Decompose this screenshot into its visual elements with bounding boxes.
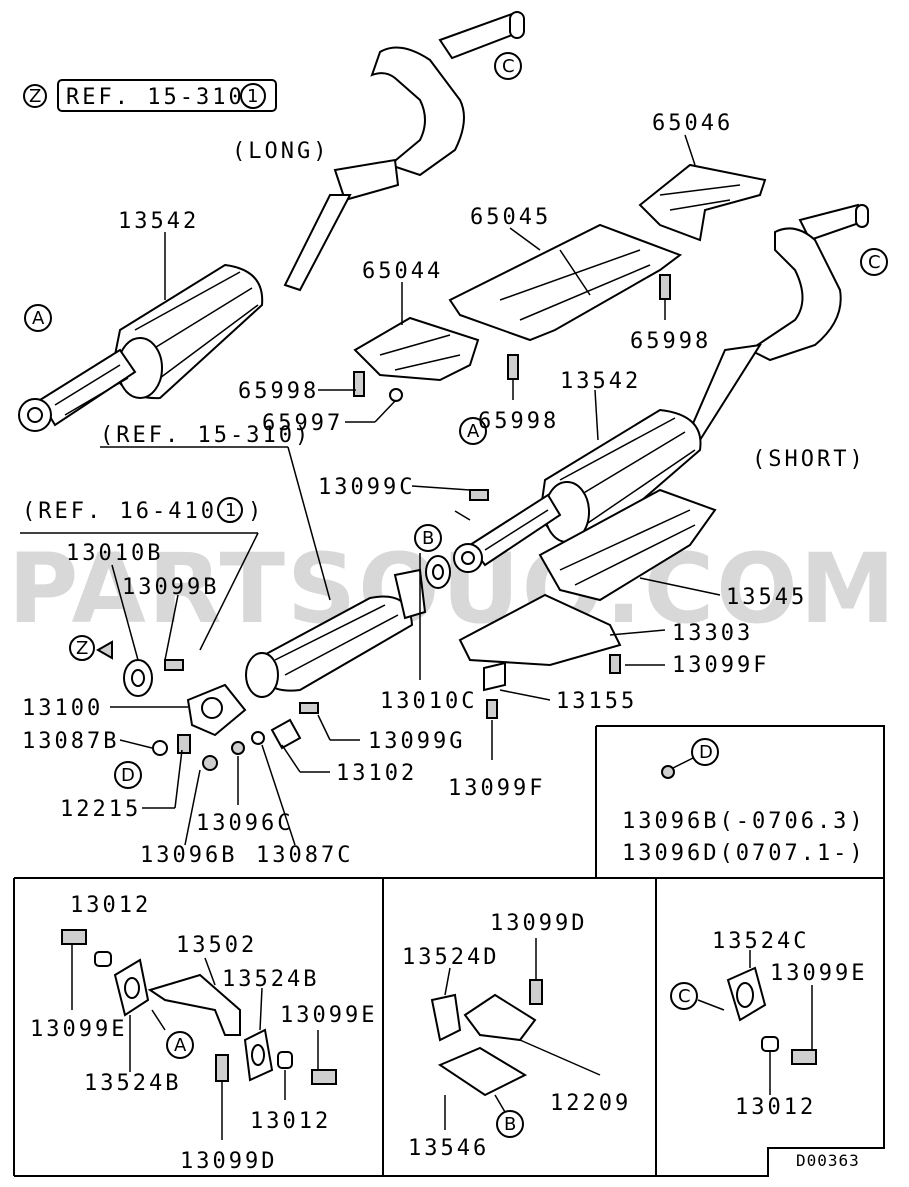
gasket-13010B (123, 659, 153, 697)
label-12215: 12215 (60, 797, 141, 822)
ref-16-410: (REF. 16-410 (22, 499, 217, 524)
callout-c-long: C (502, 56, 515, 77)
label-13010C: 13010C (380, 689, 477, 714)
panel-right: C 13524C 13099E 13012 (670, 929, 867, 1120)
label-65998-right: 65998 (630, 329, 711, 354)
left-label-13502: 13502 (176, 933, 257, 958)
left-label-13524B-bottom: 13524B (84, 1071, 181, 1096)
callout-circles: Z C A C A B Z D (23, 52, 888, 789)
diagram-code: D00363 (796, 1151, 860, 1170)
mid-label-13546: 13546 (408, 1136, 489, 1161)
label-13096C: 13096C (196, 811, 293, 836)
exhaust-pipe-long (283, 11, 525, 292)
ref-15-310-num: 1 (247, 86, 258, 107)
bottom-panels-frame (13, 877, 884, 1177)
front-pipe-long (18, 348, 137, 432)
left-label-13012-top: 13012 (70, 893, 151, 918)
gasket-13010C (425, 555, 451, 589)
panel-middle: B 13099D 13524D 12209 13546 (402, 911, 631, 1161)
left-label-13099E-right: 13099E (280, 1003, 377, 1028)
heat-protector-65046 (638, 163, 767, 242)
d-box-line1: 13096B(-0706.3) (622, 809, 866, 834)
front-pipe-short (453, 493, 562, 573)
label-13099F-bottom: 13099F (448, 776, 545, 801)
heat-protector-13545 (538, 488, 717, 602)
label-65044: 65044 (362, 259, 443, 284)
muffler-long (110, 263, 264, 400)
heat-protector-13303 (458, 593, 622, 667)
callout-z-center: Z (76, 638, 88, 659)
right-label-13524C: 13524C (712, 929, 809, 954)
ref-16-410-num: 1 (225, 500, 236, 521)
callout-b-mid-panel: B (504, 1114, 516, 1135)
leader-lines (20, 134, 721, 846)
left-label-13099D: 13099D (180, 1149, 277, 1174)
callout-a-left-panel: A (174, 1035, 187, 1056)
label-13100: 13100 (22, 696, 103, 721)
callout-d-box: D (699, 742, 713, 763)
label-65045: 65045 (470, 205, 551, 230)
left-label-13099E-left: 13099E (30, 1017, 127, 1042)
label-65998-left: 65998 (238, 379, 319, 404)
panel-left: A 13012 13502 13524B 13099E 13099E 13524… (30, 893, 377, 1174)
label-13087B: 13087B (22, 729, 119, 754)
variant-long: (LONG) (232, 139, 329, 164)
label-13155: 13155 (556, 689, 637, 714)
label-65998-mid: 65998 (478, 409, 559, 434)
callout-b-center: B (422, 528, 434, 549)
callout-c-right-panel: C (678, 986, 691, 1007)
right-label-13012: 13012 (735, 1095, 816, 1120)
label-13542-short: 13542 (560, 369, 641, 394)
callout-a-short: A (467, 421, 480, 442)
callout-z-top: Z (29, 86, 41, 107)
ref-15-310: (REF. 15-310) (100, 423, 311, 448)
label-13010B: 13010B (66, 541, 163, 566)
heat-protector-65044 (353, 316, 480, 382)
mid-label-12209: 12209 (550, 1091, 631, 1116)
mid-label-13524D: 13524D (402, 945, 499, 970)
d-variant-box: D 13096B(-0706.3) 13096D(0707.1-) (595, 725, 885, 1177)
mid-label-13099D: 13099D (490, 911, 587, 936)
variant-short: (SHORT) (752, 447, 866, 472)
catalytic-converter (245, 568, 427, 698)
label-65046: 65046 (652, 111, 733, 136)
label-13087C: 13087C (256, 843, 353, 868)
callout-c-short: C (868, 252, 881, 273)
label-13099F-right: 13099F (672, 653, 769, 678)
label-13099C: 13099C (318, 475, 415, 500)
label-13099G: 13099G (368, 729, 465, 754)
label-13303: 13303 (672, 621, 753, 646)
callout-a-long: A (32, 308, 45, 329)
right-label-13099E: 13099E (770, 961, 867, 986)
flange-13100 (186, 683, 247, 737)
label-65997: 65997 (262, 411, 343, 436)
label-13099B: 13099B (122, 575, 219, 600)
left-label-13524B-top: 13524B (222, 967, 319, 992)
watermark: PARTSOUQ.COM (8, 533, 897, 645)
small-fasteners (152, 489, 621, 771)
ref-15-310-boxed: REF. 15-310 (66, 85, 245, 110)
label-13102: 13102 (336, 761, 417, 786)
exhaust-pipe-short (686, 203, 869, 442)
callout-d-center: D (121, 765, 135, 786)
d-box-line2: 13096D(0707.1-) (622, 841, 866, 866)
label-13545: 13545 (726, 585, 807, 610)
left-label-13012-bottom: 13012 (250, 1109, 331, 1134)
heat-protector-65045 (448, 223, 683, 342)
bolts-65998 (353, 274, 671, 402)
label-13096B: 13096B (140, 843, 237, 868)
ref-16-410-close: ) (248, 499, 264, 524)
label-13542-long: 13542 (118, 209, 199, 234)
